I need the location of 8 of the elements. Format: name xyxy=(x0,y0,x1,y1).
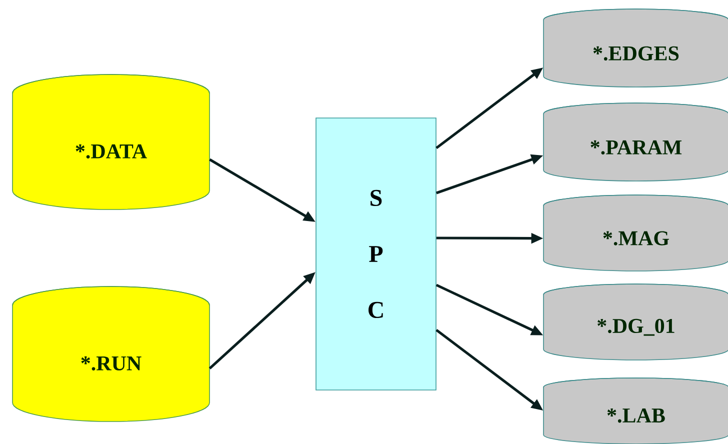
process-box: S P C xyxy=(316,118,436,390)
storage-cylinder: *.DG_01 xyxy=(543,284,728,360)
storage-cylinder: *.LAB xyxy=(543,378,728,444)
storage-cylinder: *.EDGES xyxy=(543,8,728,88)
storage-cylinder: *.RUN xyxy=(12,286,210,422)
storage-cylinder: *.DATA xyxy=(12,74,210,210)
storage-cylinder: *.MAG xyxy=(543,194,728,272)
storage-cylinder: *.PARAM xyxy=(543,102,728,182)
